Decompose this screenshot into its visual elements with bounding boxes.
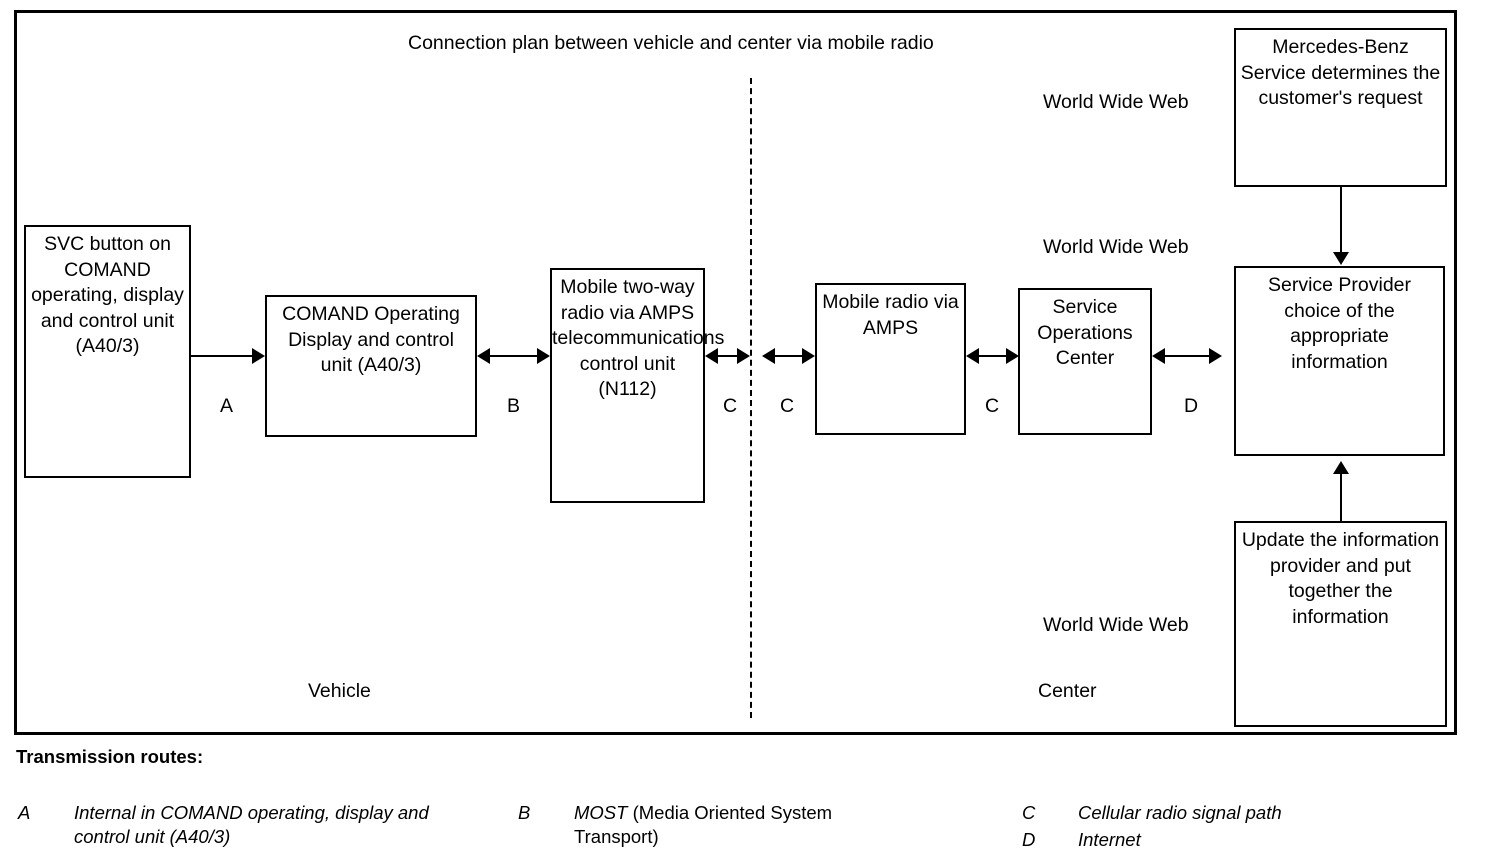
node-mobile-two-way-radio[interactable]: Mobile two-way radio via AMPS telecommun… bbox=[550, 268, 725, 503]
legend-desc-d-italic: Internet bbox=[1078, 829, 1141, 850]
legend-desc-d: Internet bbox=[1078, 828, 1141, 852]
connector-c2-arrowhead-left bbox=[762, 348, 775, 364]
node-mercedes-benz-service-label: Mercedes-Benz Service determines the cus… bbox=[1240, 36, 1441, 109]
connector-update-to-provider-arrowhead-up bbox=[1333, 461, 1349, 474]
vehicle-center-divider bbox=[750, 78, 752, 718]
legend-desc-b: MOST (Media Oriented System Transport) bbox=[574, 801, 904, 849]
node-svc-button-label: SVC button on COMAND operating, display … bbox=[31, 233, 184, 357]
route-tag-b: B bbox=[507, 395, 521, 417]
node-service-operations-center[interactable]: Service Operations Center bbox=[1018, 288, 1152, 435]
node-mercedes-benz-service[interactable]: Mercedes-Benz Service determines the cus… bbox=[1234, 28, 1447, 187]
diagram-title: Connection plan between vehicle and cent… bbox=[408, 32, 934, 54]
node-update-information[interactable]: Update the information provider and put … bbox=[1234, 521, 1447, 727]
node-mobile-radio-amps-label: Mobile radio via AMPS bbox=[822, 291, 959, 339]
legend-key-c: C bbox=[1022, 802, 1036, 823]
annotation-world-wide-web-top: World Wide Web bbox=[1043, 91, 1189, 113]
connector-b-arrowhead-left bbox=[477, 348, 490, 364]
legend-desc-c-italic: Cellular radio signal path bbox=[1078, 802, 1282, 823]
connector-c1-line bbox=[717, 355, 739, 357]
node-service-provider[interactable]: Service Provider choice of the appropria… bbox=[1234, 266, 1445, 456]
legend-key-b: B bbox=[518, 802, 531, 823]
legend-key-d: D bbox=[1022, 829, 1036, 850]
legend-desc-c: Cellular radio signal path bbox=[1078, 801, 1282, 825]
legend-desc-b-italic: MOST bbox=[574, 802, 628, 823]
zone-label-vehicle: Vehicle bbox=[308, 680, 371, 702]
legend-title: Transmission routes: bbox=[16, 746, 204, 767]
route-tag-c2: C bbox=[780, 395, 795, 417]
connector-c3-arrowhead-left bbox=[966, 348, 979, 364]
node-comand-unit-label: COMAND Operating Display and control uni… bbox=[282, 303, 460, 376]
zone-label-center: Center bbox=[1038, 680, 1097, 702]
node-svc-button[interactable]: SVC button on COMAND operating, display … bbox=[24, 225, 191, 478]
route-tag-c1: C bbox=[723, 395, 738, 417]
connector-b-line bbox=[489, 355, 539, 357]
node-comand-unit[interactable]: COMAND Operating Display and control uni… bbox=[265, 295, 477, 437]
route-tag-a: A bbox=[220, 395, 234, 417]
connector-a-arrowhead-right bbox=[252, 348, 265, 364]
connector-d-line bbox=[1164, 355, 1210, 357]
connector-update-to-provider-line bbox=[1340, 473, 1342, 521]
connector-c1-arrowhead-right bbox=[737, 348, 750, 364]
annotation-world-wide-web-bottom: World Wide Web bbox=[1043, 614, 1189, 636]
connector-a-line bbox=[191, 355, 253, 357]
connector-c3-arrowhead-right bbox=[1006, 348, 1019, 364]
connector-d-arrowhead-left bbox=[1152, 348, 1165, 364]
diagram-frame bbox=[14, 10, 1457, 735]
node-mobile-radio-amps[interactable]: Mobile radio via AMPS bbox=[815, 283, 966, 435]
connector-c2-line bbox=[774, 355, 802, 357]
connector-c2-arrowhead-right bbox=[802, 348, 815, 364]
connector-d-arrowhead-right bbox=[1209, 348, 1222, 364]
connector-b-arrowhead-right bbox=[537, 348, 550, 364]
legend-key-a: A bbox=[18, 802, 31, 823]
connector-c3-line bbox=[978, 355, 1006, 357]
route-tag-c3: C bbox=[985, 395, 1000, 417]
legend-desc-b-plain: (Media Oriented System Transport) bbox=[574, 802, 833, 847]
annotation-world-wide-web-middle: World Wide Web bbox=[1043, 236, 1189, 258]
legend-desc-a-italic: Internal in COMAND operating, display an… bbox=[74, 802, 429, 847]
node-service-operations-center-label: Service Operations Center bbox=[1037, 296, 1133, 369]
node-update-information-label: Update the information provider and put … bbox=[1241, 529, 1440, 628]
node-service-provider-label: Service Provider choice of the appropria… bbox=[1267, 274, 1412, 373]
legend-desc-a: Internal in COMAND operating, display an… bbox=[74, 801, 474, 849]
connector-mb-to-provider-line bbox=[1340, 187, 1342, 254]
node-mobile-two-way-radio-label: Mobile two-way radio via AMPS telecommun… bbox=[552, 276, 725, 400]
connector-c1-arrowhead-left bbox=[705, 348, 718, 364]
route-tag-d: D bbox=[1184, 395, 1199, 417]
connector-mb-to-provider-arrowhead-down bbox=[1333, 252, 1349, 265]
